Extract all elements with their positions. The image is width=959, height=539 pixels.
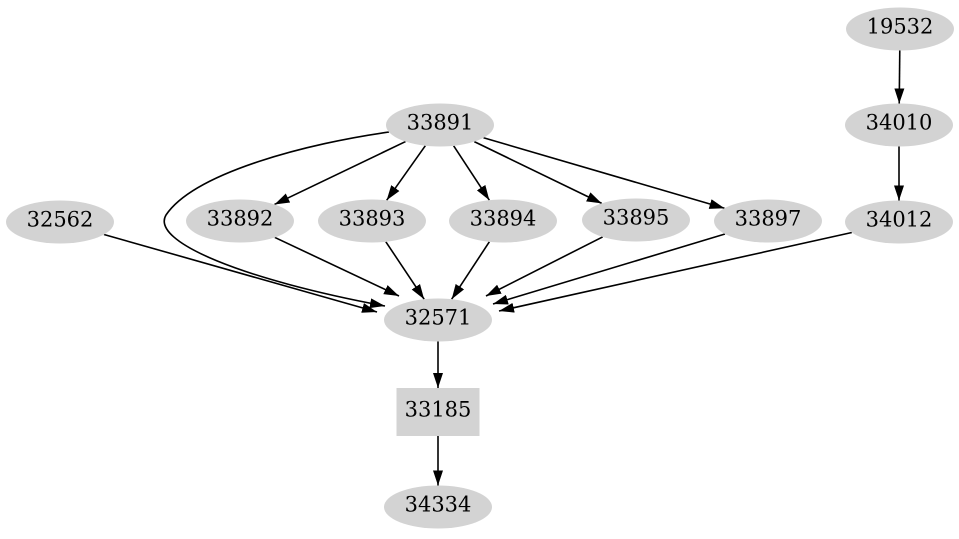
node-box-shape (396, 388, 480, 436)
graph-edge-34012-to-32571 (498, 231, 853, 313)
node-ellipse-shape (318, 199, 426, 243)
node-ellipse-shape (714, 199, 822, 243)
graph-node-33185: 33185 (396, 388, 480, 436)
graph-edge-33891-to-33894 (452, 145, 491, 201)
graph-edge-33891-to-33897 (483, 136, 725, 210)
graph-node-33897: 33897 (714, 199, 822, 243)
node-ellipse-shape (6, 200, 114, 244)
graph-node-34334: 34334 (384, 485, 492, 529)
node-label-32562: 32562 (27, 208, 94, 232)
graph-node-33892: 33892 (186, 199, 294, 243)
node-label-33894: 33894 (470, 207, 537, 231)
node-ellipse-shape (384, 485, 492, 529)
graph-node-19532: 19532 (846, 7, 954, 51)
node-label-33185: 33185 (405, 398, 472, 422)
graph-edge-33897-to-32571 (492, 233, 726, 305)
graph-edge-33894-to-32571 (450, 241, 491, 300)
node-ellipse-shape (186, 199, 294, 243)
graph-node-33891: 33891 (386, 103, 494, 147)
node-ellipse-shape (449, 199, 557, 243)
node-label-33897: 33897 (735, 207, 802, 231)
graph-node-32562: 32562 (6, 200, 114, 244)
node-label-32571: 32571 (405, 306, 472, 330)
graph-edge-33891-to-33895 (473, 140, 603, 205)
graph-node-34010: 34010 (845, 103, 953, 147)
graph-node-33894: 33894 (449, 199, 557, 243)
node-ellipse-shape (386, 103, 494, 147)
graph-edge-33893-to-32571 (385, 241, 425, 300)
node-ellipse-shape (845, 200, 953, 244)
node-label-33895: 33895 (603, 206, 670, 230)
node-ellipse-shape (582, 198, 690, 242)
node-label-34334: 34334 (405, 493, 472, 517)
graph-edge-33891-to-33892 (274, 140, 406, 206)
graph-node-32571: 32571 (384, 298, 492, 342)
graph-node-33895: 33895 (582, 198, 690, 242)
node-label-33892: 33892 (207, 207, 274, 231)
graph-edge-19532-to-34010 (894, 50, 905, 104)
node-ellipse-shape (846, 7, 954, 51)
graph-edge-33891-to-32571 (163, 131, 390, 309)
graph-edge-33891-to-33893 (386, 145, 426, 201)
graph-edge-32562-to-32571 (103, 233, 378, 313)
graph-edge-33892-to-32571 (274, 236, 400, 297)
nodes-layer: 19532 34010 34012 33891 32562 33892 33893 33894… (6, 7, 954, 529)
node-label-34010: 34010 (866, 111, 933, 135)
graph-node-34012: 34012 (845, 200, 953, 244)
graph-edge-33895-to-32571 (485, 236, 603, 297)
node-label-33891: 33891 (407, 111, 474, 135)
node-ellipse-shape (384, 298, 492, 342)
edges-layer (103, 50, 905, 486)
node-label-34012: 34012 (866, 208, 933, 232)
node-label-33893: 33893 (339, 207, 406, 231)
node-ellipse-shape (845, 103, 953, 147)
graph-node-33893: 33893 (318, 199, 426, 243)
node-label-19532: 19532 (867, 15, 934, 39)
